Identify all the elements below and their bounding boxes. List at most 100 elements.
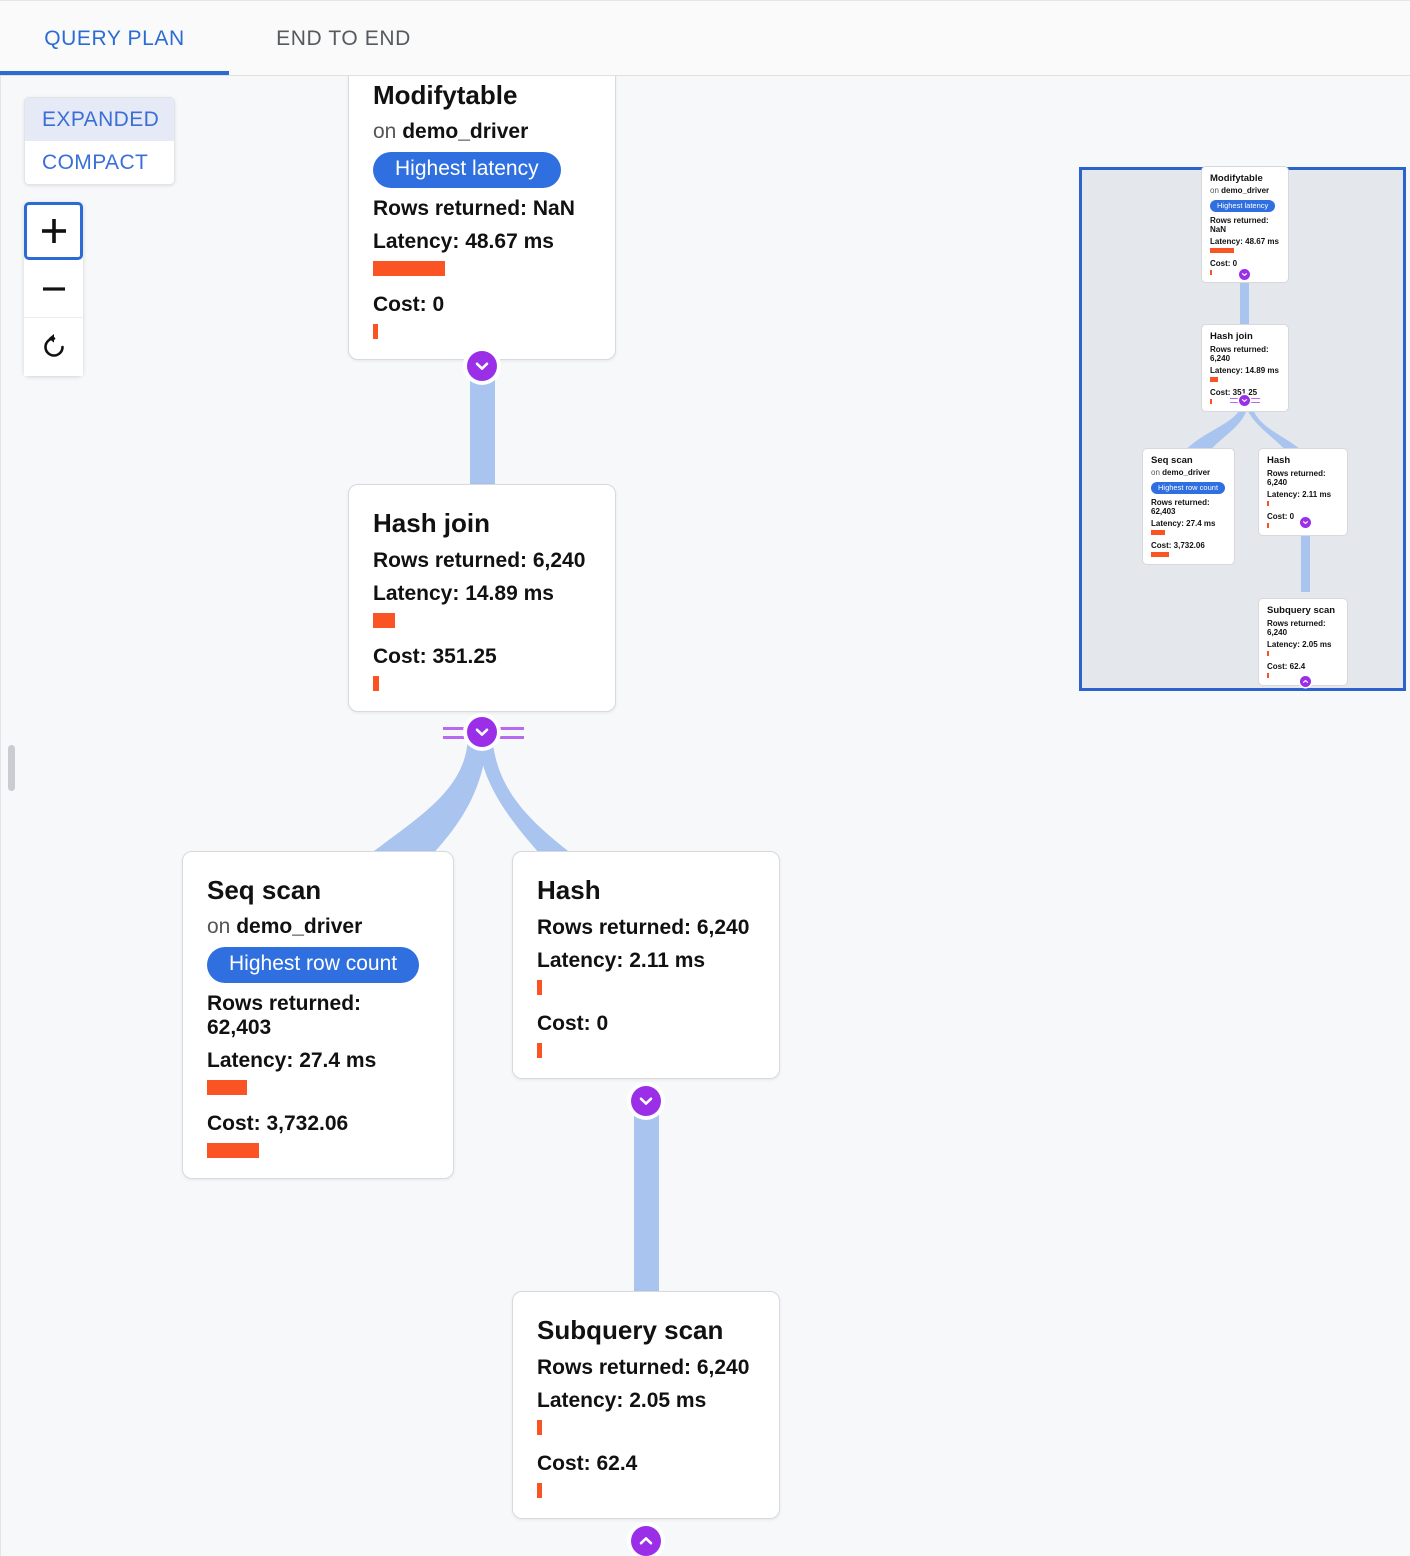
multi-edge-line-right-2 — [494, 736, 524, 739]
minimap-viewport[interactable]: Modifytable on demo_driver Highest laten… — [1079, 166, 1406, 691]
node-latency: Latency: 48.67 ms — [373, 229, 554, 253]
mm-node-cost: Cost: 62.4 — [1267, 662, 1306, 672]
tab-query-plan-label: QUERY PLAN — [44, 26, 185, 50]
mode-option-compact-label: COMPACT — [42, 150, 149, 174]
node-cost: Cost: 0 — [373, 292, 445, 316]
mm-cost-bar — [1151, 552, 1169, 558]
cost-bar — [537, 1042, 542, 1058]
latency-bar — [207, 1079, 247, 1095]
mm-latency-bar — [1267, 651, 1269, 657]
mm-multi-edge-line-right-2 — [1248, 402, 1260, 403]
cost-bar — [373, 323, 378, 339]
reset-icon — [43, 334, 64, 357]
zoom-out-button[interactable] — [24, 260, 83, 318]
mm-node-badge: Highest row count — [1151, 482, 1226, 495]
mm-node-rows: Rows returned: 62,403 — [1151, 498, 1210, 517]
chevron-up-icon — [1302, 679, 1309, 683]
latency-bar — [537, 1419, 542, 1435]
plan-node-modifytable[interactable]: Modifytable on demo_driver Highest laten… — [348, 76, 616, 360]
plan-node-subqueryscan[interactable]: Subquery scan Rows returned: 6,240 Laten… — [512, 1291, 780, 1519]
mm-node-latency: Latency: 2.05 ms — [1267, 640, 1332, 650]
mm-latency-bar — [1210, 377, 1218, 383]
node-title: Modifytable — [373, 80, 518, 110]
mm-node-rows: Rows returned: 6,240 — [1267, 469, 1326, 488]
edge-hash-subqueryscan — [634, 1091, 659, 1316]
node-title: Hash — [537, 875, 601, 905]
panel-resize-handle[interactable] — [8, 745, 15, 791]
node-rows: Rows returned: 6,240 — [537, 915, 750, 939]
plan-node-seqscan[interactable]: Seq scan on demo_driver Highest row coun… — [182, 851, 454, 1179]
chevron-down-icon — [639, 1097, 653, 1105]
node-rows: Rows returned: 6,240 — [373, 548, 586, 572]
mm-node-rows: Rows returned: 6,240 — [1267, 619, 1326, 638]
zoom-reset-button[interactable] — [24, 318, 83, 376]
mm-collapse-toggle-subqueryscan — [1300, 676, 1311, 687]
mm-multi-edge-line-left-2 — [1230, 402, 1242, 403]
mm-latency-bar — [1210, 248, 1234, 254]
mm-cost-bar — [1267, 523, 1269, 529]
plan-canvas[interactable]: EXPANDED COMPACT — [0, 76, 1410, 1556]
mm-node-seqscan: Seq scan on demo_driver Highest row coun… — [1142, 448, 1235, 566]
mm-cost-bar — [1210, 270, 1212, 276]
node-cost: Cost: 62.4 — [537, 1451, 638, 1475]
node-rows: Rows returned: 62,403 — [207, 991, 362, 1039]
collapse-toggle-modifytable[interactable] — [467, 351, 497, 381]
active-tab-indicator — [0, 71, 229, 75]
multi-edge-line-left-2 — [443, 736, 473, 739]
plus-icon — [41, 219, 66, 243]
node-relation-name: demo_driver — [236, 914, 363, 938]
mm-cost-bar — [1267, 673, 1269, 679]
chevron-down-icon — [1241, 273, 1248, 277]
node-rows: Rows returned: 6,240 — [537, 1355, 750, 1379]
mode-option-expanded[interactable]: EXPANDED — [25, 98, 174, 141]
node-cost: Cost: 351.25 — [373, 644, 497, 668]
mm-node-cost: Cost: 0 — [1267, 512, 1295, 522]
mm-node-latency: Latency: 2.11 ms — [1267, 490, 1332, 500]
node-cost: Cost: 3,732.06 — [207, 1111, 349, 1135]
cost-bar — [373, 675, 379, 691]
mm-node-rows: Rows returned: 6,240 — [1210, 345, 1269, 364]
cost-bar — [537, 1482, 542, 1498]
mm-latency-bar — [1151, 530, 1165, 536]
mm-node-modifytable: Modifytable on demo_driver Highest laten… — [1201, 166, 1289, 284]
mm-node-cost: Cost: 3,732.06 — [1151, 541, 1205, 551]
view-mode-toggle[interactable]: EXPANDED COMPACT — [24, 97, 175, 185]
node-relation: on demo_driver — [373, 119, 529, 143]
mm-node-cost: Cost: 351.25 — [1210, 388, 1258, 398]
collapse-toggle-hashjoin[interactable] — [467, 717, 497, 747]
collapse-toggle-subqueryscan[interactable] — [631, 1526, 661, 1556]
multi-edge-line-left-1 — [443, 727, 473, 730]
chevron-down-icon — [1241, 399, 1248, 403]
mode-option-expanded-label: EXPANDED — [42, 107, 160, 131]
canvas-left-divider — [0, 76, 1, 1556]
mm-node-latency: Latency: 27.4 ms — [1151, 519, 1216, 529]
node-latency: Latency: 27.4 ms — [207, 1048, 377, 1072]
plan-node-hash[interactable]: Hash Rows returned: 6,240 Latency: 2.11 … — [512, 851, 780, 1079]
tab-query-plan[interactable]: QUERY PLAN — [0, 1, 229, 76]
mm-node-latency: Latency: 48.67 ms — [1210, 237, 1279, 247]
zoom-controls[interactable] — [24, 202, 83, 376]
node-badge: Highest row count — [207, 946, 420, 983]
mm-node-title: Hash join — [1210, 331, 1253, 342]
mm-node-relation: on demo_driver — [1210, 186, 1270, 196]
mm-latency-bar — [1267, 501, 1269, 507]
zoom-in-button[interactable] — [24, 202, 83, 260]
mm-node-latency: Latency: 14.89 ms — [1210, 366, 1279, 376]
mm-cost-bar — [1210, 399, 1212, 405]
latency-bar — [373, 260, 445, 276]
node-relation-name: demo_driver — [402, 119, 529, 143]
mode-option-compact[interactable]: COMPACT — [25, 141, 174, 184]
plan-node-hashjoin[interactable]: Hash join Rows returned: 6,240 Latency: … — [348, 484, 616, 712]
collapse-toggle-hash[interactable] — [631, 1086, 661, 1116]
mm-node-relation: on demo_driver — [1151, 468, 1211, 478]
mm-collapse-toggle-hash — [1300, 517, 1311, 528]
node-latency: Latency: 2.05 ms — [537, 1388, 707, 1412]
node-title: Seq scan — [207, 875, 322, 905]
tab-end-to-end[interactable]: END TO END — [229, 1, 458, 76]
cost-bar — [207, 1142, 259, 1158]
tab-bar: QUERY PLAN END TO END — [0, 0, 1410, 76]
node-relation: on demo_driver — [207, 914, 363, 938]
multi-edge-line-right-1 — [494, 727, 524, 730]
mm-multi-edge-line-right-1 — [1248, 398, 1260, 399]
mm-node-title: Modifytable — [1210, 173, 1263, 184]
